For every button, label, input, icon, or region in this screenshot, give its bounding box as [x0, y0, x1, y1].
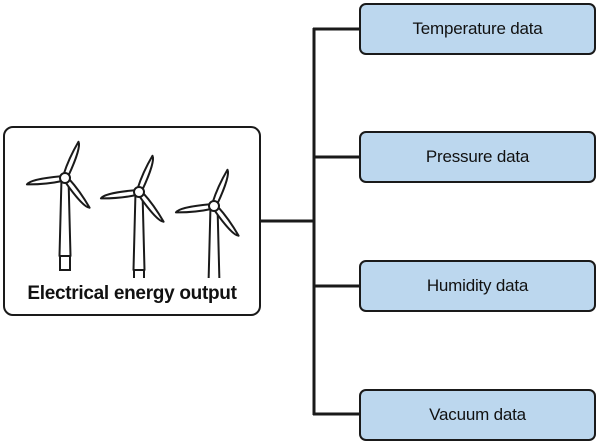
wind-turbines — [25, 139, 246, 278]
energy-output-label: Electrical energy output — [27, 283, 237, 304]
wind-turbine-icon — [25, 139, 97, 271]
humidity-data-box: Humidity data — [359, 260, 596, 312]
energy-source-box: Electrical energy output — [3, 126, 261, 316]
wind-turbine-icon — [174, 167, 246, 278]
temperature-data-box: Temperature data — [359, 3, 596, 55]
vacuum-data-box: Vacuum data — [359, 389, 596, 441]
wind-turbine-icon — [99, 153, 171, 278]
pressure-data-box: Pressure data — [359, 131, 596, 183]
